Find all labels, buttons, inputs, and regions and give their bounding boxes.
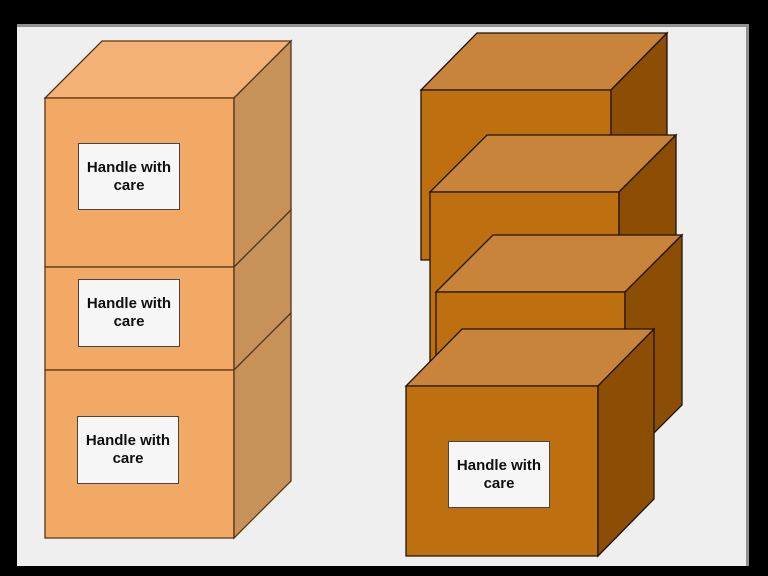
label-line-2: care: [113, 176, 145, 194]
right-box-stack: [404, 31, 684, 558]
handle-with-care-label: Handle with care: [448, 441, 550, 508]
label-line-2: care: [483, 474, 515, 492]
handle-with-care-label: Handle with care: [77, 416, 179, 484]
label-line-1: Handle with: [86, 295, 172, 312]
label-line-2: care: [112, 450, 144, 467]
label-line-1: Handle with: [85, 432, 171, 449]
handle-with-care-label: Handle with care: [78, 143, 180, 210]
label-line-1: Handle with: [456, 456, 542, 474]
handle-with-care-label: Handle with care: [78, 279, 180, 347]
right-box-4-side-face: [597, 327, 655, 558]
label-line-1: Handle with: [86, 158, 172, 176]
label-line-2: care: [113, 313, 145, 330]
left-box-3-side-face: [233, 311, 292, 540]
